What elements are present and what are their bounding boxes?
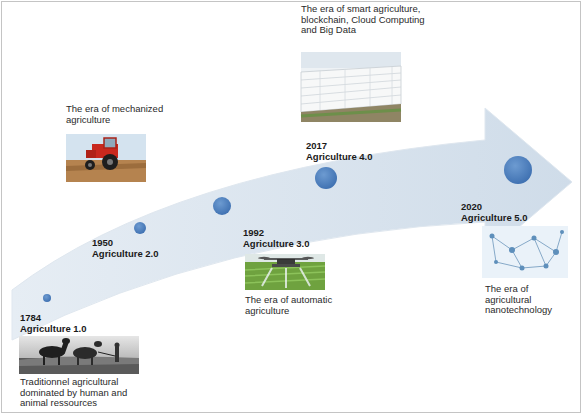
drone-field-photo bbox=[245, 254, 325, 290]
timeline-dot bbox=[134, 222, 146, 234]
timeline-dots bbox=[43, 156, 532, 302]
era-group: The era of mechanized agriculture 1950Agr… bbox=[66, 104, 180, 261]
era-group: 1784Agriculture 1.0Traditionnel agricult… bbox=[20, 312, 148, 411]
tractor-photo bbox=[66, 134, 146, 182]
era-label: Agriculture 4.0 bbox=[306, 151, 373, 162]
era-label: Agriculture 3.0 bbox=[243, 238, 310, 249]
year-label: 2020 bbox=[461, 201, 482, 212]
timeline-dot bbox=[43, 294, 51, 302]
era-description: The era of smart agriculture, blockchain… bbox=[301, 4, 429, 36]
nano-network-photo bbox=[482, 226, 568, 278]
timeline-dot bbox=[504, 156, 532, 184]
timeline-dot bbox=[315, 167, 337, 189]
era-label: Agriculture 5.0 bbox=[461, 212, 528, 223]
horse-plough-photo bbox=[19, 336, 139, 374]
era-group: The era of smart agriculture, blockchain… bbox=[301, 4, 431, 164]
era-group: 2020Agriculture 5.0The era of agricultur… bbox=[461, 201, 572, 318]
era-description: The era of agricultural nanotechnology bbox=[485, 284, 570, 316]
year-label: 1784 bbox=[20, 312, 41, 323]
era-description: Traditionnel agricultural dominated by h… bbox=[20, 377, 146, 409]
era-group: 1992Agriculture 3.0The era of automatic … bbox=[243, 227, 357, 318]
era-description: The era of automatic agriculture bbox=[245, 295, 355, 316]
timeline-arrow bbox=[12, 108, 572, 340]
era-label: Agriculture 2.0 bbox=[92, 248, 159, 259]
greenhouse-photo bbox=[301, 52, 401, 122]
year-label: 1950 bbox=[92, 237, 113, 248]
year-label: 1992 bbox=[243, 227, 264, 238]
timeline-dot bbox=[213, 197, 231, 215]
year-label: 2017 bbox=[306, 140, 327, 151]
era-label: Agriculture 1.0 bbox=[20, 323, 87, 334]
era-description: The era of mechanized agriculture bbox=[66, 104, 178, 125]
